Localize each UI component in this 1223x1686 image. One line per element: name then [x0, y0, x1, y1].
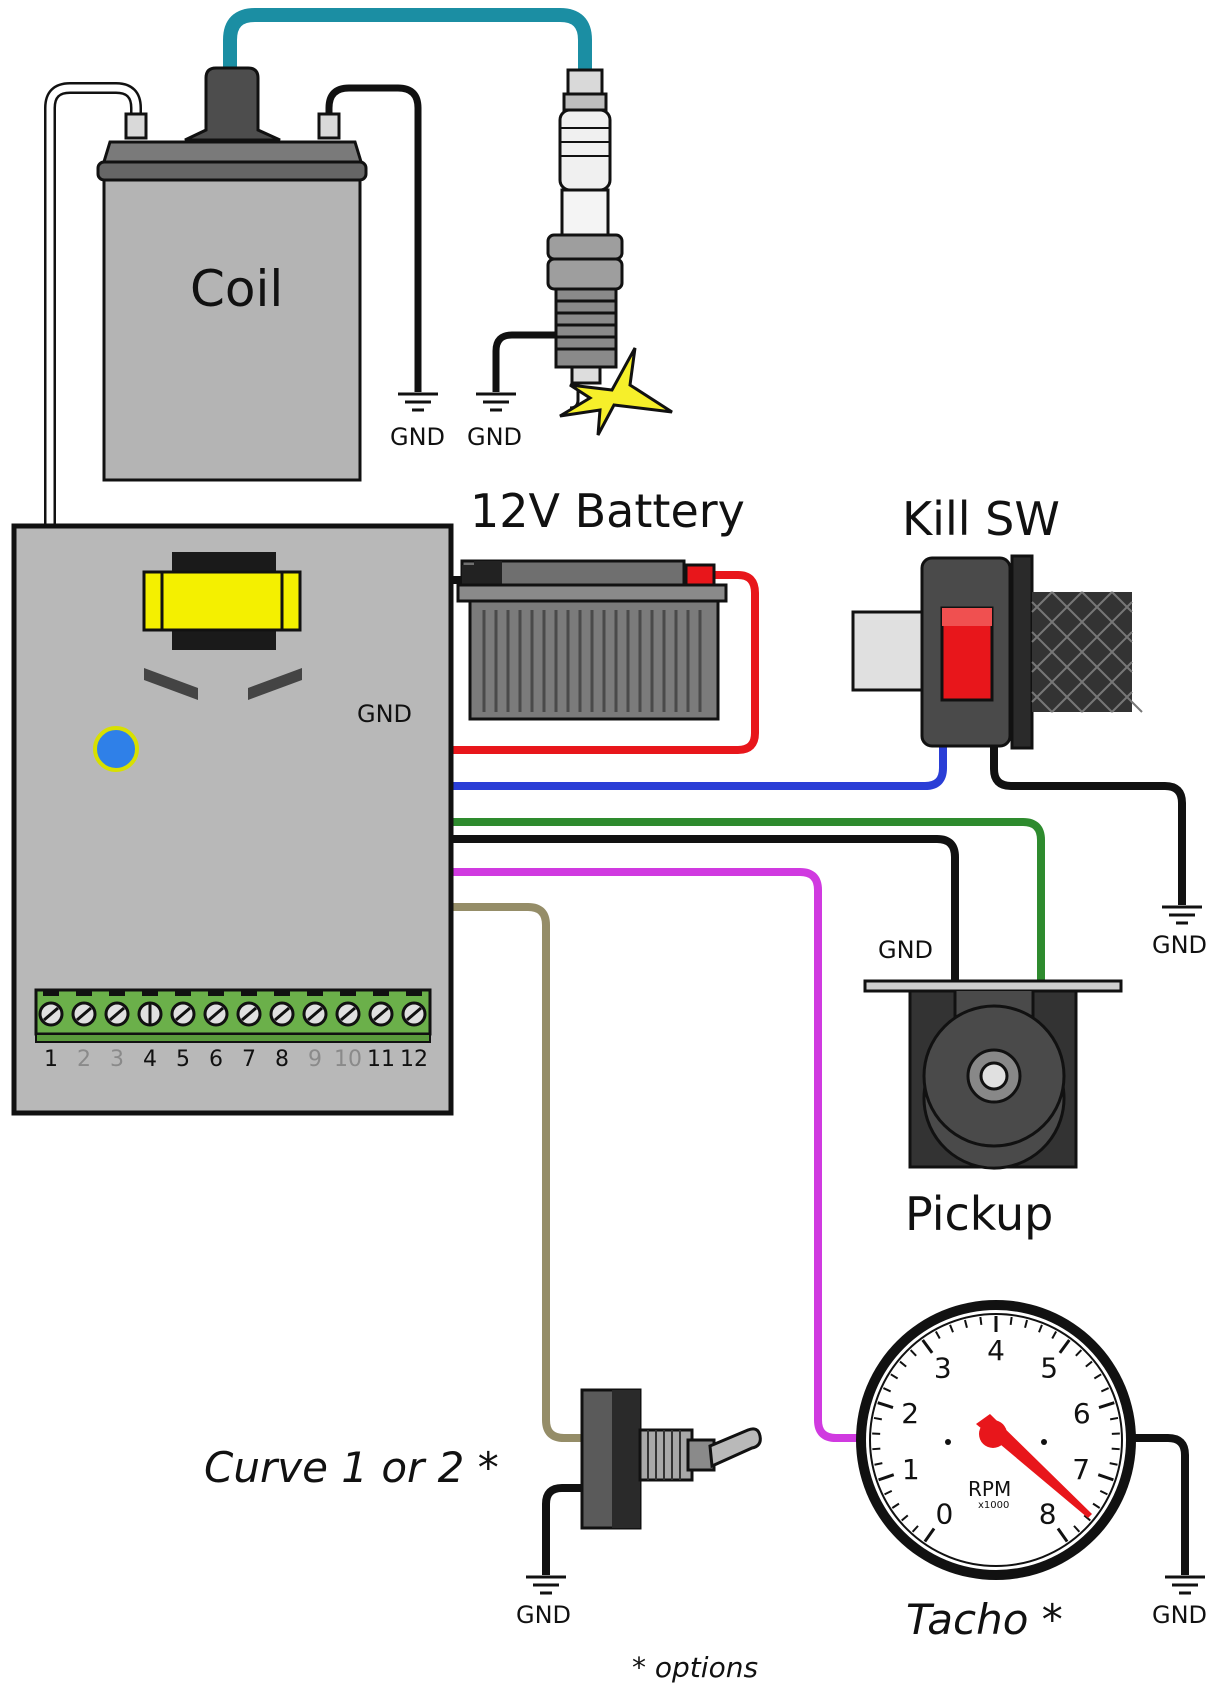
plug-ground-wire	[492, 331, 558, 392]
coil-label: Coil	[190, 260, 283, 318]
wire-curve-ground	[542, 1484, 585, 1575]
tacho-dial-number: 6	[1073, 1397, 1091, 1430]
terminal-number-11: 11	[367, 1047, 395, 1072]
spark-plug	[546, 68, 624, 410]
coil-ground-symbol-icon	[398, 392, 438, 412]
tacho-gnd-label: GND	[1152, 1601, 1207, 1629]
kill-switch-label: Kill SW	[902, 492, 1060, 546]
pickup-sensor	[863, 979, 1123, 1170]
tacho-dial-number: 3	[934, 1351, 952, 1384]
tachometer: 01 23 4 56 78 RPM x1000	[856, 1300, 1136, 1580]
spark-icon	[559, 347, 673, 436]
kill-ground-symbol-icon	[1162, 905, 1202, 925]
terminal-number-3: 3	[110, 1047, 124, 1072]
coil-gnd-label: GND	[390, 423, 445, 451]
curve-switch-label: Curve 1 or 2 *	[204, 1443, 499, 1492]
terminal-number-10: 10	[334, 1047, 362, 1072]
wire-tacho-ground	[1135, 1434, 1189, 1575]
tacho-dial-number: 0	[935, 1498, 953, 1531]
plug-gnd-label: GND	[467, 423, 522, 451]
tacho-ground-symbol-icon	[1165, 1575, 1205, 1595]
kill-switch	[851, 554, 1143, 750]
terminal-number-9: 9	[308, 1047, 322, 1072]
terminal-number-1: 1	[44, 1047, 58, 1072]
wire-kill-ground	[990, 745, 1186, 905]
tacho-dial-number: 7	[1072, 1453, 1090, 1486]
ignition-coil	[96, 66, 368, 482]
status-led-icon	[93, 726, 139, 772]
pickup-gnd-label: GND	[878, 936, 933, 964]
tacho-unit-label: RPM	[968, 1477, 1011, 1501]
terminal-number-4: 4	[143, 1047, 157, 1072]
tacho-multiplier-label: x1000	[978, 1500, 1009, 1511]
terminal-number-12: 12	[400, 1047, 428, 1072]
footnote: * options	[632, 1651, 758, 1684]
pickup-label: Pickup	[905, 1187, 1053, 1241]
terminal-number-8: 8	[275, 1047, 289, 1072]
tacho-dial-number: 4	[987, 1334, 1005, 1367]
battery	[456, 559, 728, 721]
terminal-block	[34, 988, 432, 1043]
tacho-dial-number: 5	[1040, 1351, 1058, 1384]
terminal-number-6: 6	[209, 1047, 223, 1072]
tacho-dial-number: 8	[1039, 1498, 1057, 1531]
hv-lead-wire	[223, 8, 592, 75]
coil-ground-wire	[325, 84, 422, 392]
tacho-dial-number: 2	[901, 1397, 919, 1430]
module-gnd-label: GND	[357, 700, 412, 728]
tacho-label: Tacho *	[906, 1595, 1063, 1644]
kill-gnd-label: GND	[1152, 931, 1207, 959]
battery-label: 12V Battery	[470, 484, 745, 538]
curve-gnd-label: GND	[516, 1601, 571, 1629]
tacho-dial-number: 1	[902, 1453, 920, 1486]
curve-toggle-switch	[580, 1388, 762, 1530]
terminal-number-5: 5	[176, 1047, 190, 1072]
terminal-number-2: 2	[77, 1047, 91, 1072]
terminal-number-7: 7	[242, 1047, 256, 1072]
plug-ground-symbol-icon	[476, 392, 516, 412]
curve-ground-symbol-icon	[526, 1575, 566, 1595]
